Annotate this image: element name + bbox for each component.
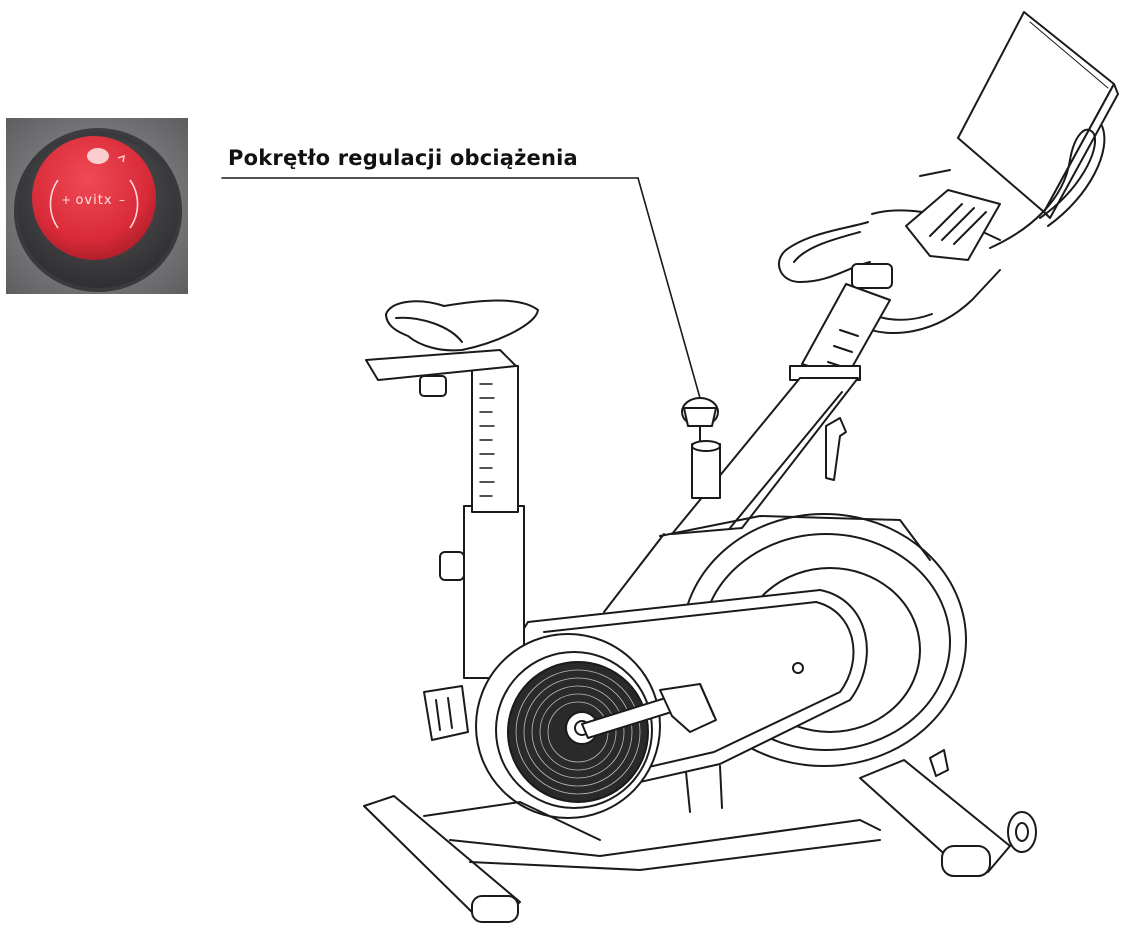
tablet-holder (957, 11, 1119, 219)
seat-post (439, 365, 525, 679)
callout-label-resistance-knob: Pokrętło regulacji obciążenia (228, 146, 578, 170)
knob-highlight (87, 148, 109, 164)
handlebar-stem (789, 283, 891, 481)
knob-arc-right (129, 179, 139, 229)
saddle (365, 299, 539, 397)
svg-text:+: + (61, 193, 71, 207)
flywheel (475, 633, 661, 819)
crank-and-pedals (423, 683, 717, 741)
resistance-knob-photo: ovitx + – (6, 118, 188, 294)
knob-red-cap (32, 136, 156, 260)
knob-arc-left (49, 179, 59, 229)
knob-brand-text: ovitx (75, 193, 112, 208)
svg-text:–: – (119, 193, 125, 207)
front-stabiliser (685, 749, 1037, 877)
callout-leader-line (221, 177, 701, 399)
resistance-knob (681, 397, 721, 499)
rear-stabiliser (363, 795, 881, 923)
